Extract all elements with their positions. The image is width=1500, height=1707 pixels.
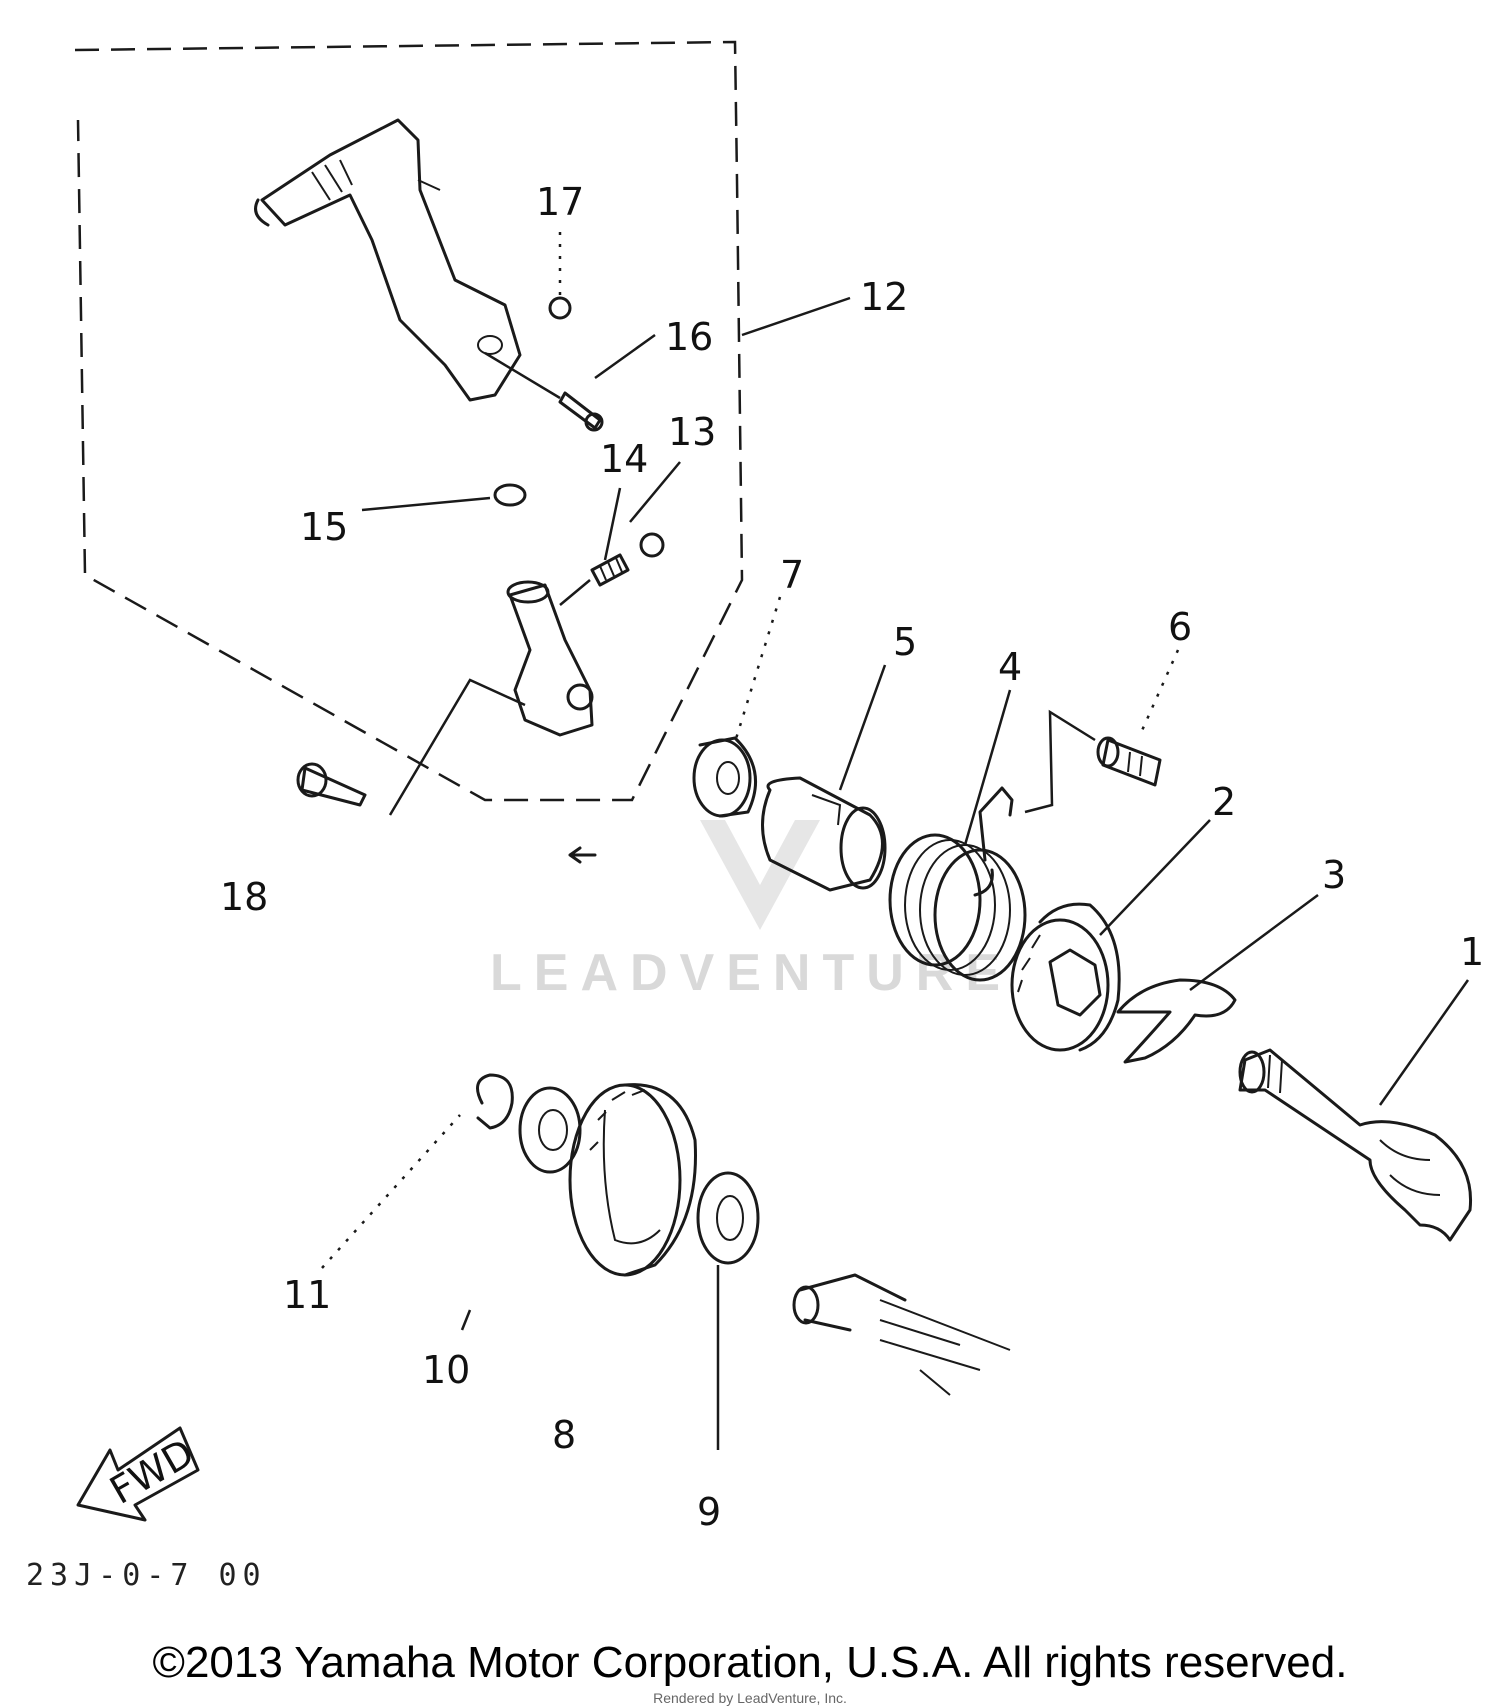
diagram-code: 23J-0-7 00 [26,1558,267,1593]
callout-numbers: 1 2 3 4 5 6 7 8 9 10 11 12 13 14 15 16 1… [220,180,1484,1534]
leader-lines [321,232,1470,1450]
callout-6: 6 [1168,605,1192,649]
part-13-ball [639,532,665,558]
direction-arrow [568,846,597,864]
part-14-spring [590,553,630,587]
callout-2: 2 [1212,780,1236,824]
fwd-arrow: FWD [76,1426,201,1522]
callout-9: 9 [697,1490,721,1534]
kick-lever-arm [254,118,522,402]
part-4-spring [888,786,1027,982]
part-16-pin [484,351,604,432]
watermark: LEADVENTURE [490,820,1012,1002]
reference-shaft [792,1273,1011,1396]
part-8-idle-gear [568,1083,697,1277]
part-7-bearing [692,736,758,818]
kick-boss [506,579,594,737]
watermark-text: LEADVENTURE [490,944,1012,1002]
part-6-guide [1024,709,1162,814]
part-5-collar [761,776,887,892]
callout-11: 11 [283,1273,331,1317]
callout-4: 4 [998,645,1022,689]
part-15-ball [493,483,527,507]
part-17-ball [548,296,572,320]
copyright-footer: ©2013 Yamaha Motor Corporation, U.S.A. A… [152,1638,1348,1687]
part-2-ratchet [1010,902,1121,1052]
part-1-kick-shaft [1238,1048,1473,1242]
part-3-clip [1116,978,1237,1064]
part-10-washer [518,1086,582,1174]
callout-10: 10 [422,1348,470,1392]
assembly-boundary [74,40,744,802]
callout-1: 1 [1460,930,1484,974]
callout-3: 3 [1322,853,1346,897]
callout-8: 8 [552,1413,576,1457]
rendered-by-credit: Rendered by LeadVenture, Inc. [653,1690,847,1706]
callout-16: 16 [665,315,713,359]
callout-17: 17 [536,180,584,224]
part-9-washer [696,1171,760,1265]
callout-7: 7 [780,553,804,597]
part-18-bolt [296,678,526,816]
callout-14: 14 [600,437,648,481]
callout-5: 5 [893,620,917,664]
callout-18: 18 [220,875,268,919]
callout-12: 12 [860,275,908,319]
parts-diagram: LEADVENTURE [74,40,1484,1534]
part-11-circlip [476,1073,514,1130]
callout-13: 13 [668,410,716,454]
callout-15: 15 [300,505,348,549]
